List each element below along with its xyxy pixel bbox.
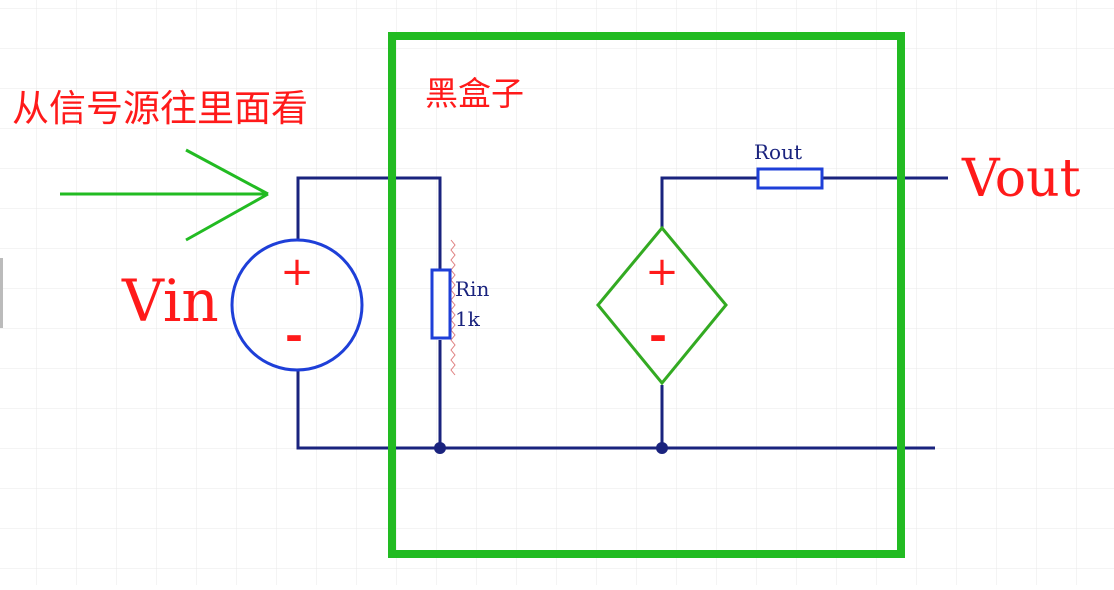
dependent-plus-sign: +: [645, 249, 679, 295]
junction-dot-dependent-source: [656, 442, 668, 454]
rin-value: 1k: [455, 307, 481, 331]
wires: [296, 176, 948, 450]
dependent-minus-sign: -: [649, 310, 667, 361]
rin-resistor: Rin 1k: [430, 239, 489, 376]
source-minus-sign: -: [285, 310, 303, 361]
direction-arrow-icon: [60, 148, 269, 242]
vout-label: Vout: [961, 149, 1081, 209]
annotation-looking-in: 从信号源往里面看: [12, 87, 308, 130]
rout-resistor: Rout: [754, 140, 824, 190]
rin-label: Rin: [455, 277, 489, 301]
black-box-outline: [388, 32, 905, 558]
black-box-label: 黑盒子: [425, 74, 524, 113]
input-voltage-source: + -: [230, 238, 364, 372]
edge-mark: [0, 258, 3, 328]
source-plus-sign: +: [280, 249, 314, 295]
rout-label: Rout: [754, 140, 802, 164]
dependent-voltage-source: + -: [596, 225, 728, 386]
junction-dot-rin: [434, 442, 446, 454]
vin-label: Vin: [121, 267, 219, 335]
